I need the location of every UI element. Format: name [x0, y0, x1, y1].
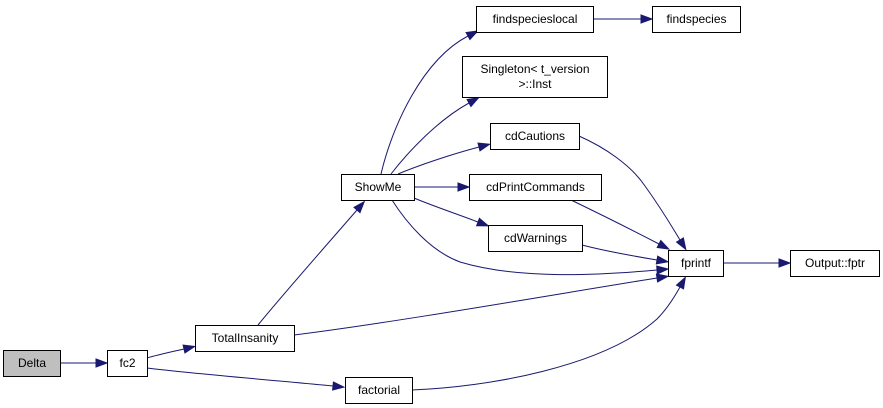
node-fprintf[interactable]: fprintf	[668, 250, 724, 277]
edge-line	[411, 286, 681, 391]
edge-line	[146, 348, 185, 359]
arrowhead-icon	[95, 358, 109, 368]
node-label: cdCautions	[505, 129, 565, 143]
arrowhead-icon	[675, 276, 687, 290]
edge-totalinsanity-to-showme	[257, 200, 366, 326]
edge-line	[570, 199, 660, 245]
node-box	[3, 350, 61, 377]
node-label: findspecies	[666, 12, 726, 26]
node-label: cdPrintCommands	[486, 180, 585, 194]
node-label: fprintf	[681, 256, 712, 270]
edge-line	[581, 244, 658, 261]
node-box	[488, 225, 583, 252]
edge-cdcautions-to-fprintf	[578, 135, 687, 251]
edge-showme-to-cdcautions	[397, 142, 492, 175]
edge-findspecieslocal-to-findspecies	[593, 14, 654, 24]
node-label: ShowMe	[355, 180, 402, 194]
node-label: cdWarnings	[504, 231, 567, 245]
edge-fprintf-to-outputfptr	[723, 258, 792, 268]
node-outputfptr[interactable]: Output::fptr	[790, 250, 880, 277]
node-box	[107, 350, 148, 377]
edge-line	[413, 197, 479, 223]
edge-showme-to-cdwarnings	[413, 197, 490, 227]
node-singleton[interactable]: Singleton< t_version>::Inst	[462, 56, 608, 98]
edge-cdwarnings-to-fprintf	[581, 244, 670, 265]
node-box	[790, 250, 880, 277]
arrowhead-icon	[475, 217, 490, 227]
node-box	[490, 123, 580, 150]
node-label: factorial	[358, 383, 400, 397]
edge-showme-to-cdprintcommands	[413, 182, 471, 192]
arrowhead-icon	[332, 381, 346, 391]
node-findspecies[interactable]: findspecies	[652, 6, 741, 33]
arrowhead-icon	[655, 273, 670, 283]
node-box	[652, 6, 741, 33]
arrowhead-icon	[457, 182, 471, 192]
arrowhead-icon	[353, 200, 366, 214]
arrowhead-icon	[465, 30, 480, 41]
edge-showme-to-fprintf	[391, 199, 670, 276]
node-label: TotalInsanity	[212, 331, 279, 345]
arrowhead-icon	[477, 142, 492, 152]
node-box	[668, 250, 724, 277]
node-factorial[interactable]: factorial	[345, 377, 413, 404]
node-box	[469, 174, 602, 201]
edge-line	[391, 199, 658, 276]
arrowhead-icon	[778, 258, 792, 268]
edge-line	[390, 102, 470, 175]
arrowhead-icon	[675, 237, 687, 251]
node-label: >::Inst	[518, 77, 552, 91]
node-showme[interactable]: ShowMe	[341, 174, 415, 201]
edge-delta-to-fc2	[59, 358, 109, 368]
node-label: findspecieslocal	[493, 12, 578, 26]
edge-line	[146, 367, 334, 387]
edge-fc2-to-totalinsanity	[146, 344, 197, 359]
node-box	[476, 6, 594, 33]
node-cdprintcommands[interactable]: cdPrintCommands	[469, 174, 602, 201]
node-box	[462, 56, 608, 98]
edge-cdprintcommands-to-fprintf	[570, 199, 671, 250]
edge-line	[397, 146, 480, 175]
node-label: Delta	[18, 356, 46, 370]
edge-line	[380, 35, 469, 175]
edge-line	[293, 277, 658, 336]
node-box	[195, 325, 295, 352]
node-cdcautions[interactable]: cdCautions	[490, 123, 580, 150]
node-box	[341, 174, 415, 201]
arrowhead-icon	[656, 265, 670, 275]
nodes-layer: Delta fc2 TotalInsanity factorial ShowMe find…	[3, 6, 880, 404]
edge-showme-to-findspecieslocal	[380, 30, 480, 175]
node-findspecieslocal[interactable]: findspecieslocal	[476, 6, 594, 33]
node-label: Output::fptr	[805, 256, 865, 270]
node-cdwarnings[interactable]: cdWarnings	[488, 225, 583, 252]
node-fc2[interactable]: fc2	[107, 350, 148, 377]
edge-totalinsanity-to-fprintf	[293, 273, 670, 336]
arrowhead-icon	[640, 14, 654, 24]
edge-line	[578, 135, 681, 241]
node-delta[interactable]: Delta	[3, 350, 61, 377]
arrowhead-icon	[655, 255, 670, 265]
node-totalinsanity[interactable]: TotalInsanity	[195, 325, 295, 352]
edge-line	[257, 209, 358, 326]
edges-layer	[59, 14, 792, 391]
node-box	[345, 377, 413, 404]
node-label: fc2	[119, 356, 135, 370]
arrowhead-icon	[656, 239, 671, 250]
node-label: Singleton< t_version	[480, 62, 589, 76]
edge-factorial-to-fprintf	[411, 276, 687, 391]
edge-fc2-to-factorial	[146, 367, 346, 391]
edge-showme-to-singleton	[390, 96, 480, 175]
arrowhead-icon	[182, 344, 197, 354]
arrowhead-icon	[466, 96, 480, 108]
